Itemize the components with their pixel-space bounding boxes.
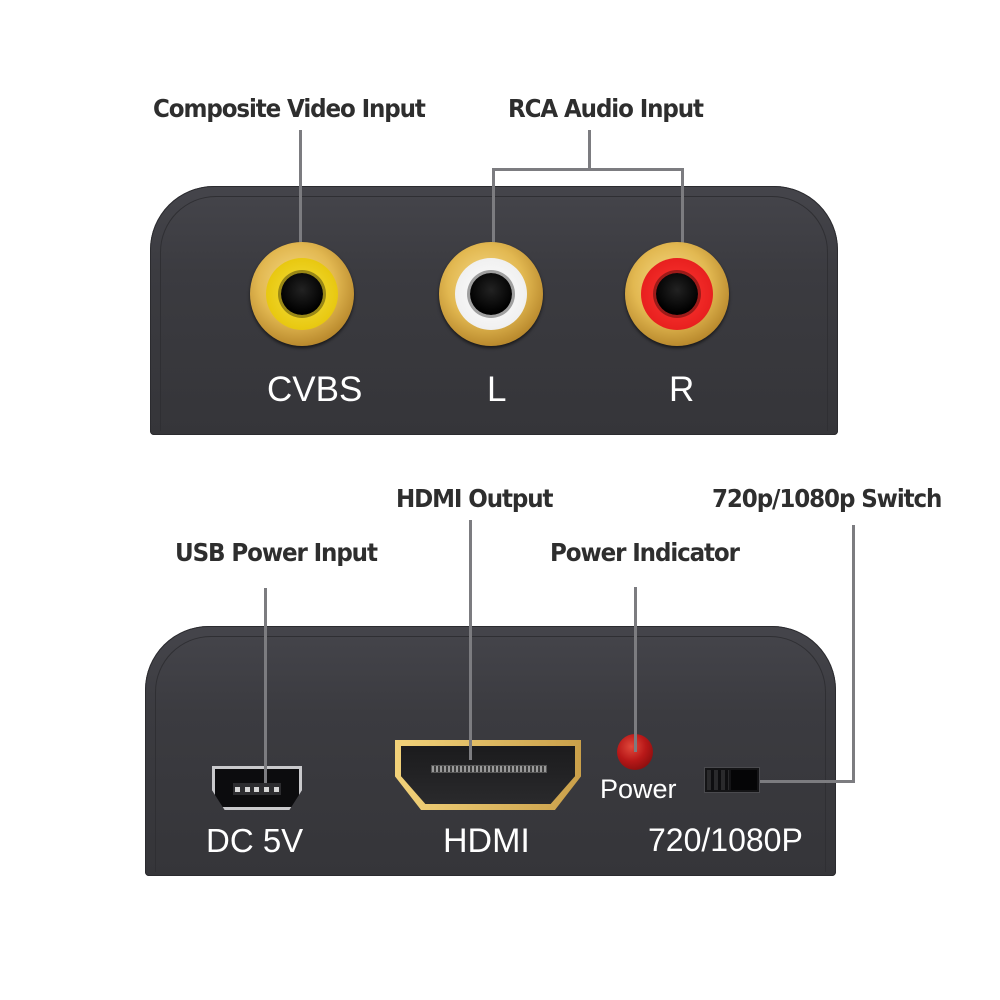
audio-left-label: L [487,370,507,409]
hdmi-label: HDMI [443,822,530,860]
hdmi-contacts-icon [431,765,547,773]
jack-hole-icon [470,273,512,315]
rca-bracket-right [681,168,684,262]
hdmi-leader-line-front [469,730,472,760]
switch-leader-vertical [852,525,855,783]
mini-usb-port[interactable] [212,766,302,810]
rca-bracket-left [492,168,495,262]
cvbs-jack[interactable] [250,242,354,346]
usb-leader-line-front [264,740,267,783]
hdmi-socket-icon [401,746,575,804]
power-led-label: Power [600,774,677,804]
switch-leader-horizontal [748,780,855,783]
resolution-switch-callout: 720p/1080p Switch [712,484,942,513]
power-leader-line [634,587,637,752]
rca-bracket-stem [588,130,591,170]
jack-hole-icon [656,273,698,315]
audio-right-jack[interactable] [625,242,729,346]
power-indicator-callout: Power Indicator [550,538,740,567]
dc5v-label: DC 5V [206,822,304,859]
audio-left-jack[interactable] [439,242,543,346]
composite-video-input-callout: Composite Video Input [153,94,426,123]
usb-leader-line [264,588,267,783]
power-leader-line-front [634,730,637,752]
switch-knob[interactable] [707,770,729,790]
usb-power-input-callout: USB Power Input [175,538,378,567]
audio-right-label: R [669,370,695,409]
cvbs-label: CVBS [267,370,363,409]
jack-hole-icon [281,273,323,315]
usb-pins-icon [233,783,281,795]
hdmi-leader-line [469,520,472,760]
rca-bracket-bar [492,168,684,171]
resolution-toggle-switch[interactable] [704,767,760,793]
switch-slot [731,770,757,790]
hdmi-port[interactable] [395,740,581,810]
rca-audio-input-callout: RCA Audio Input [508,94,704,123]
hdmi-output-callout: HDMI Output [396,484,554,513]
resolution-switch-label: 720/1080P [648,822,803,858]
composite-leader-line-inner [299,186,302,266]
